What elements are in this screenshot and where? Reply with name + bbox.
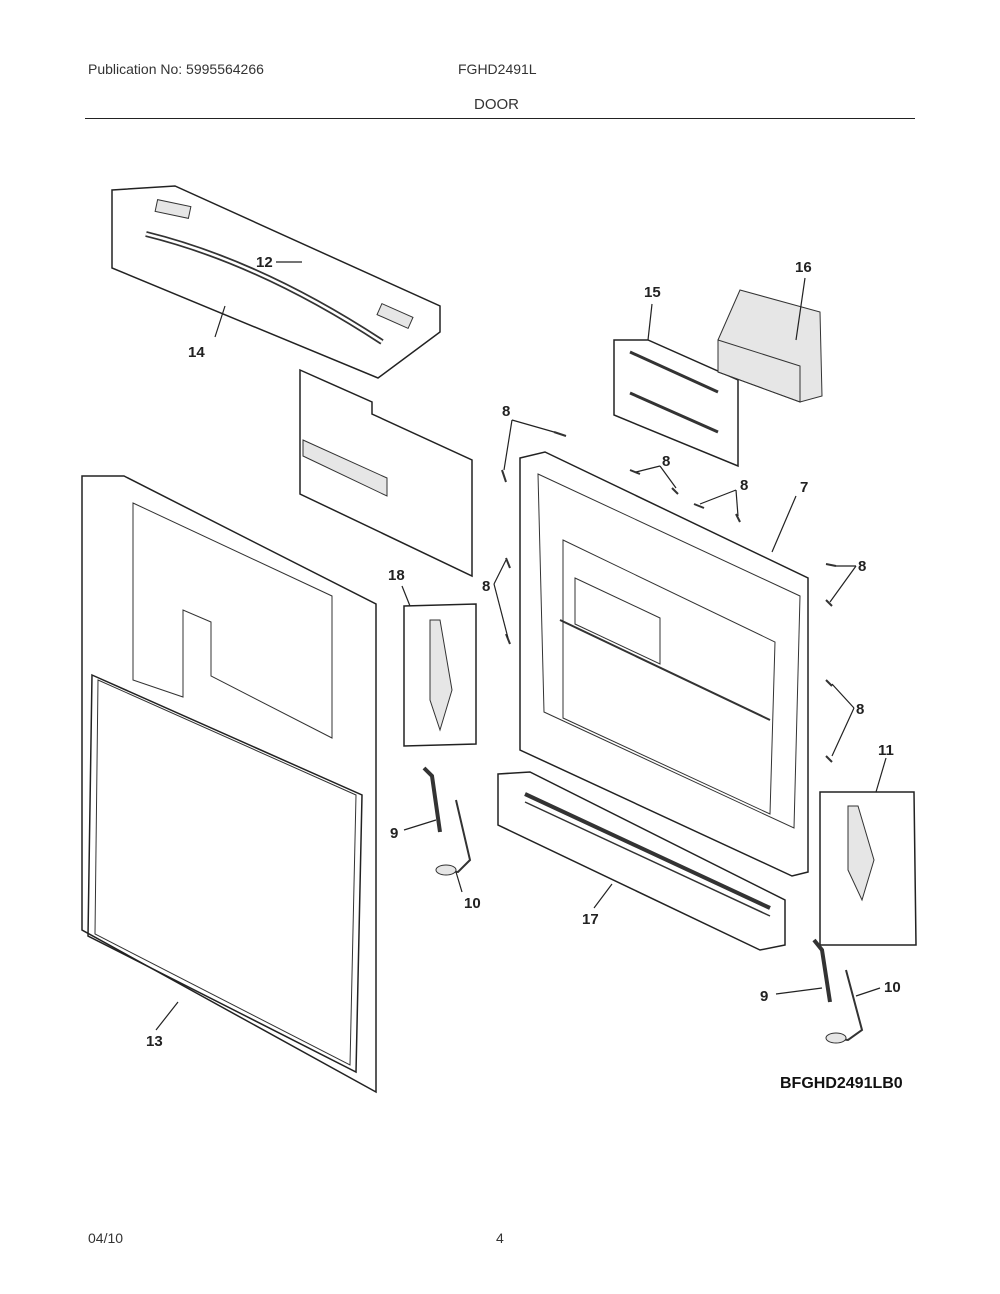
callout-10-b: 10	[884, 979, 901, 996]
callout-10-a: 10	[464, 895, 481, 912]
callout-13: 13	[146, 1033, 163, 1050]
part-14-handle-panel	[111, 185, 441, 379]
part-12-insulation	[299, 368, 473, 578]
callout-labels: 14 12 13 15 16 7 8 8 8 8 8 8 11 18 9 10 …	[146, 254, 901, 1050]
part-8-screws	[501, 431, 837, 763]
model-number: FGHD2491L	[458, 61, 537, 77]
footer-date: 04/10	[88, 1230, 124, 1246]
part-9-10-spring-right	[812, 938, 864, 1044]
part-7-inner-door	[519, 451, 809, 877]
diagram-code: BFGHD2491LB0	[780, 1075, 903, 1092]
callout-9-a: 9	[390, 825, 398, 842]
part-13-outer-panel	[81, 475, 377, 1094]
callout-8-c: 8	[740, 477, 748, 494]
callout-16: 16	[795, 259, 812, 276]
part-11-hinge	[819, 791, 917, 946]
leader-lines	[155, 261, 887, 1031]
callout-8-e: 8	[858, 558, 866, 575]
part-18-hinge	[403, 603, 477, 747]
callout-18: 18	[388, 567, 405, 584]
part-15-bracket	[613, 339, 739, 468]
callout-8-a: 8	[502, 403, 510, 420]
callout-14: 14	[188, 344, 205, 361]
callout-8-d: 8	[482, 578, 490, 595]
callout-17: 17	[582, 911, 599, 928]
footer-page-number: 4	[496, 1230, 504, 1246]
header-rule	[85, 118, 915, 119]
callout-11: 11	[878, 742, 894, 759]
callout-8-f: 8	[856, 701, 864, 718]
callout-12: 12	[256, 254, 273, 271]
section-title: DOOR	[474, 96, 519, 113]
part-9-10-spring-left	[422, 766, 472, 876]
callout-9-b: 9	[760, 988, 768, 1005]
part-17-trim-strip	[497, 771, 786, 951]
publication-number: Publication No: 5995564266	[88, 61, 264, 77]
part-16-control-module	[717, 289, 823, 403]
callout-8-b: 8	[662, 453, 670, 470]
callout-7: 7	[800, 479, 808, 496]
callout-15: 15	[644, 284, 661, 301]
